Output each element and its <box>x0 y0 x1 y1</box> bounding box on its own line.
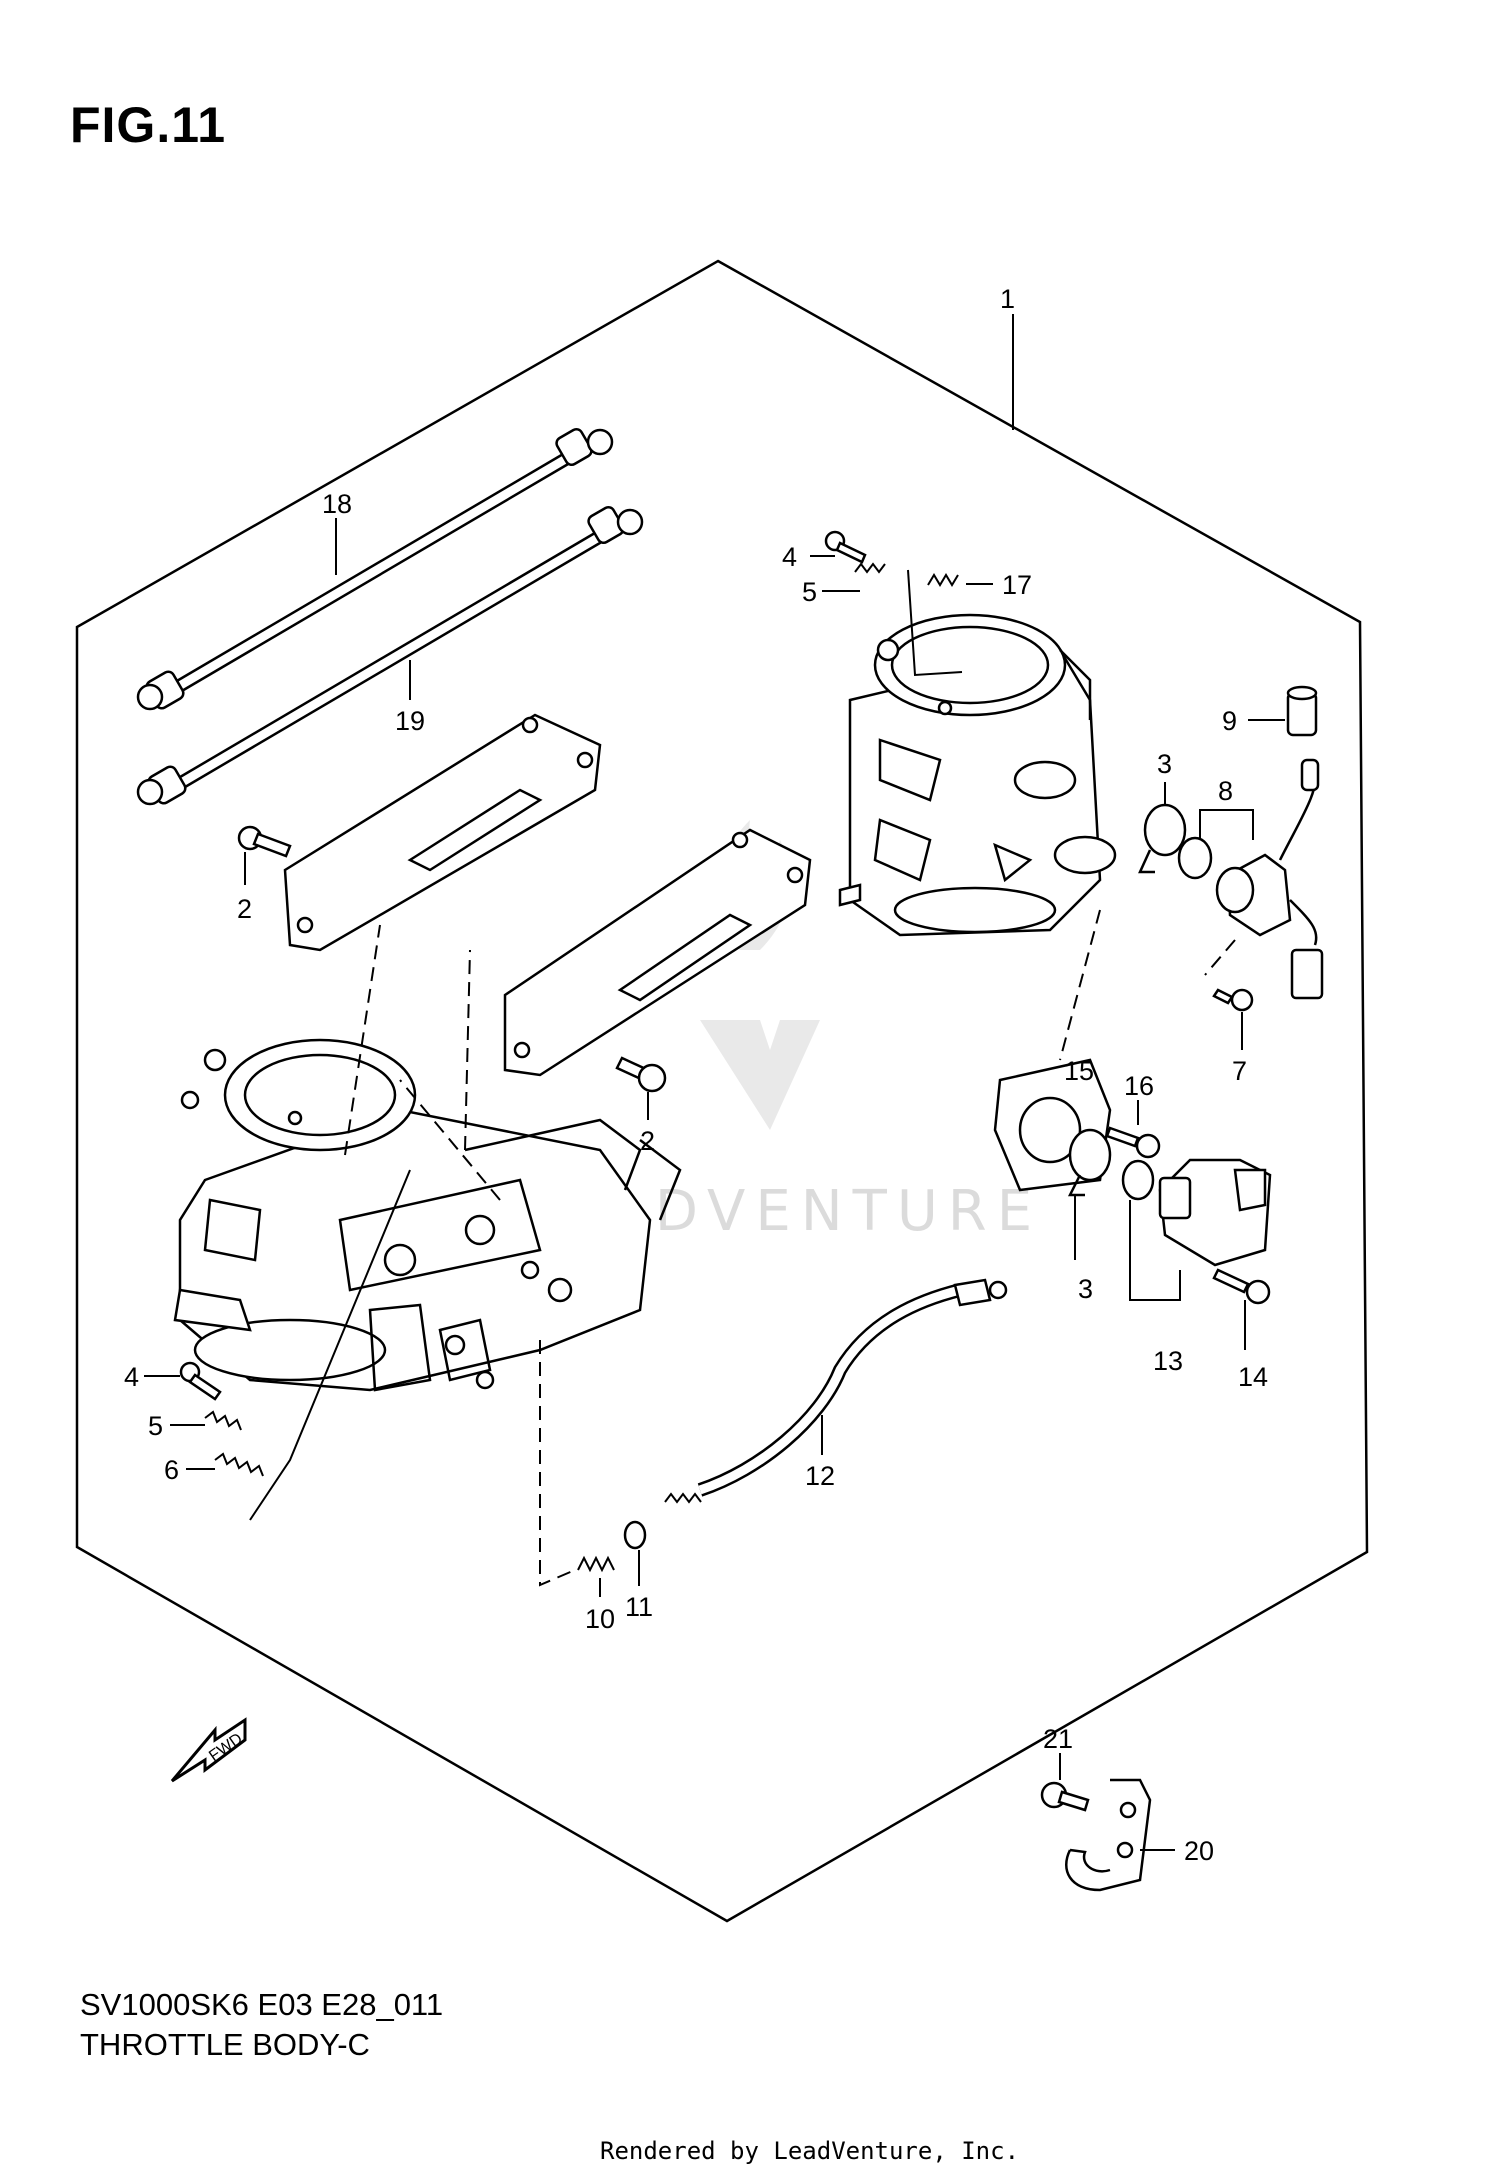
callout-5b: 5 <box>148 1411 163 1441</box>
screw-4-upper <box>824 530 867 564</box>
dash-link-front-upper <box>399 1079 501 1201</box>
leader-bracket-4-5-6 <box>249 1169 411 1521</box>
fwd-arrow-icon: FWD <box>170 1717 247 1783</box>
screw-4-lower <box>179 1361 222 1401</box>
callout-3b: 3 <box>1078 1274 1093 1304</box>
screw-2-upper <box>237 825 292 858</box>
seal-ring-13 <box>1121 1159 1155 1201</box>
clip-20 <box>1065 1778 1152 1892</box>
spring-5-lower <box>204 1410 242 1431</box>
dash-link-upper-to-15 <box>1059 909 1101 1061</box>
sensor-8 <box>1215 758 1324 1000</box>
sync-rod-19 <box>136 505 644 806</box>
callout-2b: 2 <box>640 1126 655 1156</box>
callout-1: 1 <box>1000 284 1015 314</box>
callout-10: 10 <box>585 1604 615 1634</box>
callout-8: 8 <box>1218 776 1233 806</box>
figure-title: FIG.11 <box>70 97 227 153</box>
callout-17: 17 <box>1002 570 1032 600</box>
dash-link-10 <box>539 1340 576 1587</box>
screw-21 <box>1040 1781 1090 1812</box>
leader-13 <box>1129 1200 1181 1301</box>
seal-ring-8 <box>1177 836 1213 880</box>
callout-21: 21 <box>1043 1724 1073 1754</box>
callout-2a: 2 <box>237 894 252 924</box>
callout-12: 12 <box>805 1461 835 1491</box>
clamp-3-upper <box>1138 803 1187 874</box>
screw-7 <box>1212 988 1254 1012</box>
callout-13: 13 <box>1153 1346 1183 1376</box>
hose-12 <box>664 1278 1008 1504</box>
throttle-body-rear <box>838 613 1117 937</box>
throttle-body-front <box>173 1038 682 1392</box>
callout-16: 16 <box>1124 1071 1154 1101</box>
callout-6: 6 <box>164 1455 179 1485</box>
callout-4a: 4 <box>782 542 797 572</box>
assembly-boundary <box>75 259 1369 1923</box>
callout-4b: 4 <box>124 1362 139 1392</box>
model-code: SV1000SK6 E03 E28_011 <box>80 1987 444 2022</box>
callout-3a: 3 <box>1157 749 1172 779</box>
callout-18: 18 <box>322 489 352 519</box>
callout-11: 11 <box>625 1592 653 1622</box>
sync-rod-18 <box>136 427 614 711</box>
bracket-upper <box>283 713 602 952</box>
screw-2-lower <box>615 1056 667 1093</box>
sensor-13 <box>1158 1158 1272 1267</box>
render-credit: Rendered by LeadVenture, Inc. <box>600 2137 1020 2165</box>
callout-5a: 5 <box>802 577 817 607</box>
screw-16 <box>1105 1126 1161 1159</box>
spring-10 <box>577 1555 615 1573</box>
spring-17 <box>927 573 959 587</box>
callout-19: 19 <box>395 706 425 736</box>
bracket-lower <box>503 828 812 1077</box>
callout-7: 7 <box>1232 1056 1247 1086</box>
ring-11 <box>623 1520 647 1550</box>
leader-8 <box>1199 809 1254 840</box>
section-name: THROTTLE BODY-C <box>80 2027 370 2062</box>
clamp-3-lower <box>1067 1128 1112 1197</box>
callout-14: 14 <box>1238 1362 1268 1392</box>
callout-15: 15 <box>1064 1056 1094 1086</box>
dash-link-bracket-2 <box>464 949 471 1151</box>
leader-bracket-4-5-17 <box>907 569 963 677</box>
cap-9 <box>1286 685 1318 737</box>
dash-link-bracket <box>344 924 381 1156</box>
spring-5-upper <box>854 562 886 574</box>
leader-7-dash <box>1204 939 1236 976</box>
spring-6 <box>214 1452 264 1477</box>
callout-9: 9 <box>1222 706 1237 736</box>
callout-20: 20 <box>1184 1836 1214 1866</box>
screw-14 <box>1212 1268 1271 1305</box>
